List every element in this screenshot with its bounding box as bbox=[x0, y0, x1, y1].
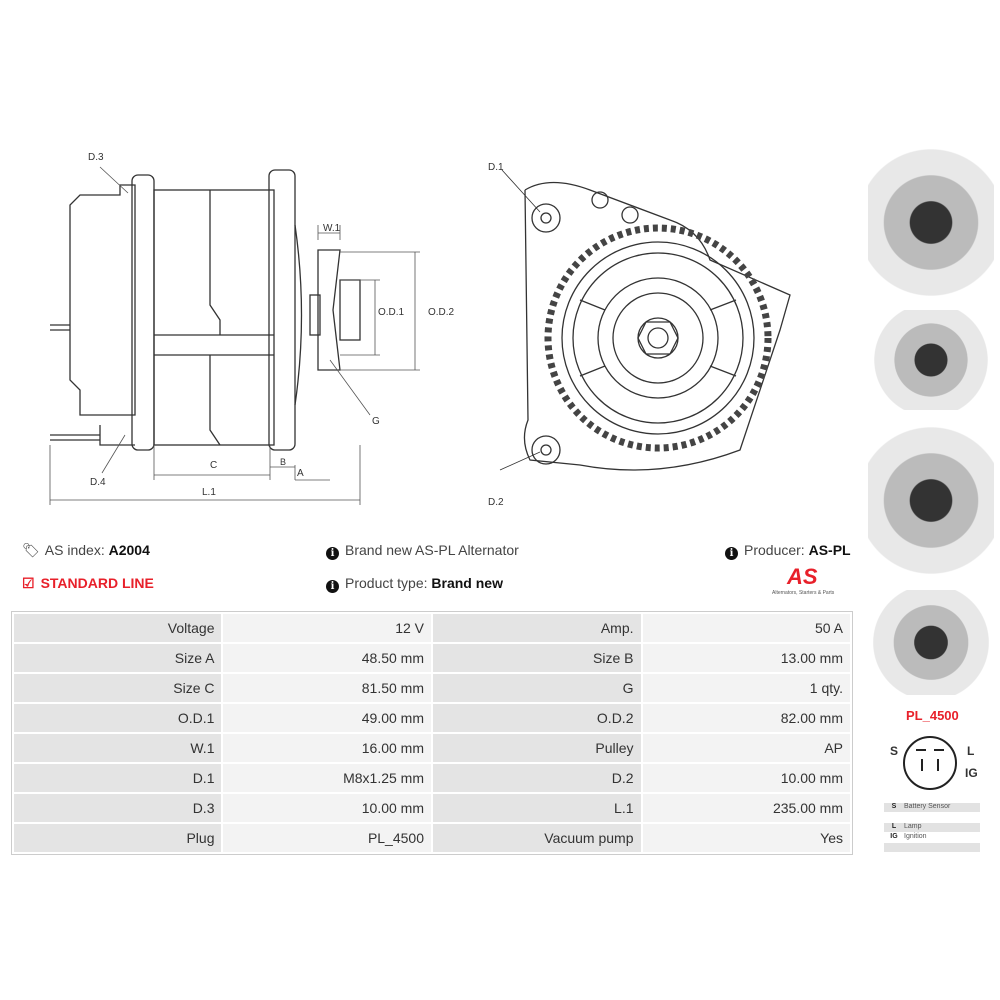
spec-value: 81.50 mm bbox=[221, 672, 433, 704]
spec-value: AP bbox=[640, 732, 852, 764]
spec-value: 48.50 mm bbox=[221, 642, 433, 674]
spec-label: Plug bbox=[11, 822, 224, 854]
plug-name: PL_4500 bbox=[906, 708, 959, 723]
spec-value: 235.00 mm bbox=[640, 792, 852, 824]
spec-label: D.1 bbox=[11, 762, 224, 794]
label-od1: O.D.1 bbox=[378, 307, 405, 318]
label-w1: W.1 bbox=[323, 223, 341, 234]
info-icon: i bbox=[326, 547, 339, 560]
plug-diagram bbox=[903, 736, 957, 790]
spec-label: O.D.1 bbox=[11, 702, 224, 734]
spec-label: D.3 bbox=[11, 792, 224, 824]
product-photo-angle bbox=[868, 590, 994, 695]
spec-value: 16.00 mm bbox=[221, 732, 433, 764]
spec-label: Voltage bbox=[11, 612, 224, 644]
label-d3: D.3 bbox=[88, 152, 104, 163]
as-logo: AS bbox=[787, 564, 818, 589]
spec-label: O.D.2 bbox=[431, 702, 643, 734]
spec-label: Size A bbox=[11, 642, 224, 674]
label-d4: D.4 bbox=[90, 477, 106, 488]
spec-value: PL_4500 bbox=[221, 822, 433, 854]
pin-ig: IG bbox=[965, 766, 978, 780]
checkbox-icon: ☑ bbox=[22, 575, 35, 591]
as-index: 🏷AS index: A2004 bbox=[22, 542, 150, 558]
spec-label: Pulley bbox=[431, 732, 643, 764]
spec-label: Size B bbox=[431, 642, 643, 674]
front-view-drawing bbox=[499, 169, 791, 471]
spec-label: D.2 bbox=[431, 762, 643, 794]
spec-label: Size C bbox=[11, 672, 224, 704]
spec-label: Amp. bbox=[431, 612, 643, 644]
label-l1: L.1 bbox=[202, 487, 216, 498]
spec-label: L.1 bbox=[431, 792, 643, 824]
side-view-drawing bbox=[49, 166, 420, 505]
label-d2: D.2 bbox=[488, 497, 504, 508]
standard-line-badge: ☑STANDARD LINE bbox=[22, 575, 154, 591]
product-photo-rear bbox=[868, 418, 994, 583]
spec-value: M8x1.25 mm bbox=[221, 762, 433, 794]
spec-label: Vacuum pump bbox=[431, 822, 643, 854]
pin-s: S bbox=[890, 744, 899, 758]
label-b: B bbox=[280, 457, 287, 467]
info-icon: i bbox=[725, 547, 738, 560]
label-g: G bbox=[372, 416, 380, 427]
label-c: C bbox=[210, 460, 218, 471]
spec-value: 82.00 mm bbox=[640, 702, 852, 734]
label-a: A bbox=[297, 468, 304, 479]
product-photo-side bbox=[868, 310, 994, 410]
spec-value: 10.00 mm bbox=[221, 792, 433, 824]
product-photo-front bbox=[868, 140, 994, 305]
label-d1: D.1 bbox=[488, 162, 504, 173]
spec-value: Yes bbox=[640, 822, 852, 854]
spec-value: 12 V bbox=[221, 612, 433, 644]
spec-value: 1 qty. bbox=[640, 672, 852, 704]
tag-icon: 🏷 bbox=[22, 542, 40, 558]
info-icon: i bbox=[326, 580, 339, 593]
spec-value: 13.00 mm bbox=[640, 642, 852, 674]
logo-tagline: Alternators, Starters & Parts bbox=[772, 590, 835, 596]
spec-value: 50 A bbox=[640, 612, 852, 644]
label-od2: O.D.2 bbox=[428, 307, 455, 318]
spec-label: W.1 bbox=[11, 732, 224, 764]
spec-value: 49.00 mm bbox=[221, 702, 433, 734]
spec-value: 10.00 mm bbox=[640, 762, 852, 794]
pin-l: L bbox=[967, 744, 975, 758]
spec-label: G bbox=[431, 672, 643, 704]
